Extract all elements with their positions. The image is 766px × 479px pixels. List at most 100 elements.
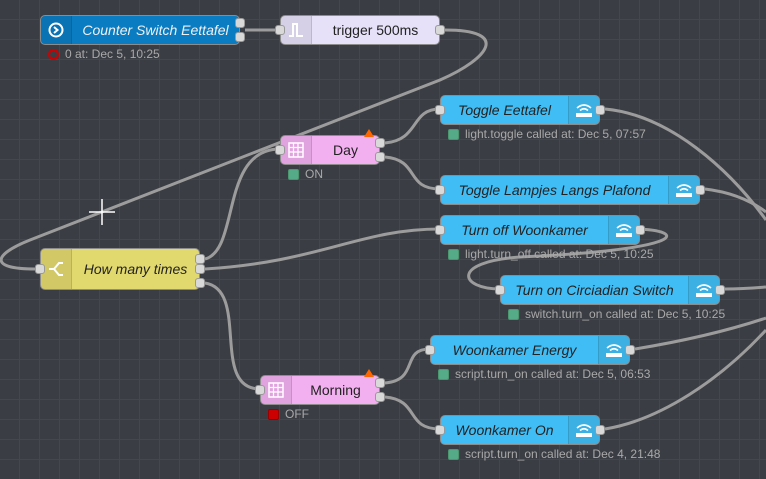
- home-assistant-wifi-icon: [598, 336, 629, 364]
- day-label: Day: [333, 142, 358, 158]
- woonkamer-on-status-text: script.turn_on called at: Dec 4, 21:48: [465, 447, 661, 461]
- crosshair-cursor-icon: [89, 199, 115, 225]
- counter-status-text: 0 at: Dec 5, 10:25: [65, 47, 160, 61]
- how-many-times-node[interactable]: How many times: [40, 248, 200, 290]
- morning-input-port[interactable]: [255, 385, 265, 395]
- day-output-port-1[interactable]: [375, 138, 385, 148]
- calendar-grid-icon: [281, 136, 312, 164]
- trigger-pulse-icon: [281, 16, 312, 44]
- woonkamer-energy-label: Woonkamer Energy: [452, 342, 577, 358]
- woonkamer-on-node[interactable]: Woonkamer On: [440, 415, 600, 445]
- home-assistant-wifi-icon: [568, 96, 599, 124]
- warning-icon: [364, 129, 374, 137]
- toggle-eettafel-input-port[interactable]: [435, 105, 445, 115]
- wire-day-toggle-eettafel: [384, 107, 441, 145]
- wire-switch-turnoff: [204, 227, 441, 271]
- wire-energy-out: [634, 316, 766, 351]
- turn-off-woonkamer-output-port[interactable]: [635, 225, 645, 235]
- arrow-right-circle-icon: [41, 16, 72, 44]
- status-dot-icon: [448, 248, 459, 260]
- switch-output-port-1[interactable]: [195, 254, 205, 264]
- calendar-grid-icon: [261, 376, 292, 404]
- toggle-lampjes-output-port[interactable]: [695, 185, 705, 195]
- woonkamer-on-status: script.turn_on called at: Dec 4, 21:48: [448, 447, 660, 461]
- counter-output-port-2[interactable]: [235, 32, 245, 42]
- wire-day-toggle-lampjes: [384, 155, 441, 191]
- woonkamer-on-output-port[interactable]: [595, 425, 605, 435]
- wire-circadian-out: [724, 285, 766, 291]
- woonkamer-on-label: Woonkamer On: [455, 422, 554, 438]
- day-status-text: ON: [305, 167, 323, 181]
- home-assistant-wifi-icon: [668, 176, 699, 204]
- toggle-eettafel-status-text: light.toggle called at: Dec 5, 07:57: [465, 127, 646, 141]
- wire-trigger-switch: [0, 28, 488, 271]
- trigger-input-port[interactable]: [275, 25, 285, 35]
- status-dot-icon: [508, 308, 519, 320]
- status-ring-icon: [48, 48, 59, 60]
- toggle-lampjes-label: Toggle Lampjes Langs Plafond: [458, 182, 651, 198]
- turn-off-woonkamer-status: light.turn_off called at: Dec 5, 10:25: [448, 247, 654, 261]
- woonkamer-energy-input-port[interactable]: [425, 345, 435, 355]
- toggle-lampjes-node[interactable]: Toggle Lampjes Langs Plafond: [440, 175, 700, 205]
- counter-status: 0 at: Dec 5, 10:25: [48, 47, 160, 61]
- trigger-output-port[interactable]: [435, 25, 445, 35]
- morning-output-port-2[interactable]: [375, 392, 385, 402]
- woonkamer-energy-status-text: script.turn_on called at: Dec 5, 06:53: [455, 367, 651, 381]
- wire-lampjes-out: [704, 187, 766, 214]
- morning-status-text: OFF: [285, 407, 309, 421]
- circadian-status-text: switch.turn_on called at: Dec 5, 10:25: [525, 307, 726, 321]
- status-dot-icon: [438, 368, 449, 380]
- woonkamer-energy-output-port[interactable]: [625, 345, 635, 355]
- trigger-label: trigger 500ms: [332, 22, 419, 38]
- warning-icon: [364, 369, 374, 377]
- toggle-eettafel-node[interactable]: Toggle Eettafel: [440, 95, 600, 125]
- woonkamer-energy-status: script.turn_on called at: Dec 5, 06:53: [438, 367, 650, 381]
- turn-off-woonkamer-status-text: light.turn_off called at: Dec 5, 10:25: [465, 247, 654, 261]
- switch-split-icon: [41, 249, 72, 289]
- morning-output-port-1[interactable]: [375, 378, 385, 388]
- status-dot-icon: [288, 168, 299, 180]
- status-dot-icon: [268, 408, 279, 420]
- toggle-eettafel-label: Toggle Eettafel: [458, 102, 551, 118]
- morning-status: OFF: [268, 407, 309, 421]
- switch-output-port-2[interactable]: [195, 264, 205, 274]
- circadian-switch-label: Turn on Circiadian Switch: [515, 282, 674, 298]
- turn-off-woonkamer-input-port[interactable]: [435, 225, 445, 235]
- turn-off-woonkamer-node[interactable]: Turn off Woonkamer: [440, 215, 640, 245]
- status-dot-icon: [448, 448, 459, 460]
- circadian-input-port[interactable]: [495, 285, 505, 295]
- wire-morning-on: [384, 395, 441, 431]
- wire-on-out: [604, 328, 766, 431]
- circadian-status: switch.turn_on called at: Dec 5, 10:25: [508, 307, 725, 321]
- home-assistant-wifi-icon: [568, 416, 599, 444]
- switch-output-port-3[interactable]: [195, 278, 205, 288]
- woonkamer-energy-node[interactable]: Woonkamer Energy: [430, 335, 630, 365]
- wire-turnoff-circadian: [467, 227, 669, 291]
- counter-output-port-1[interactable]: [235, 18, 245, 28]
- wire-switch-day: [204, 147, 281, 261]
- woonkamer-on-input-port[interactable]: [435, 425, 445, 435]
- counter-switch-node[interactable]: Counter Switch Eettafel: [40, 15, 240, 45]
- day-status: ON: [288, 167, 323, 181]
- circadian-switch-node[interactable]: Turn on Circiadian Switch: [500, 275, 720, 305]
- home-assistant-wifi-icon: [608, 216, 639, 244]
- turn-off-woonkamer-label: Turn off Woonkamer: [461, 222, 588, 238]
- counter-switch-label: Counter Switch Eettafel: [82, 22, 229, 38]
- toggle-lampjes-input-port[interactable]: [435, 185, 445, 195]
- trigger-node[interactable]: trigger 500ms: [280, 15, 440, 45]
- circadian-output-port[interactable]: [715, 285, 725, 295]
- how-many-times-label: How many times: [83, 261, 188, 277]
- day-output-port-2[interactable]: [375, 152, 385, 162]
- day-node[interactable]: Day: [280, 135, 380, 165]
- home-assistant-wifi-icon: [688, 276, 719, 304]
- morning-node[interactable]: Morning: [260, 375, 380, 405]
- toggle-eettafel-status: light.toggle called at: Dec 5, 07:57: [448, 127, 646, 141]
- toggle-eettafel-output-port[interactable]: [595, 105, 605, 115]
- switch-input-port[interactable]: [35, 264, 45, 274]
- morning-label: Morning: [310, 382, 361, 398]
- wire-morning-energy: [384, 347, 431, 385]
- status-dot-icon: [448, 128, 459, 140]
- wire-switch-morning: [204, 281, 261, 391]
- day-input-port[interactable]: [275, 145, 285, 155]
